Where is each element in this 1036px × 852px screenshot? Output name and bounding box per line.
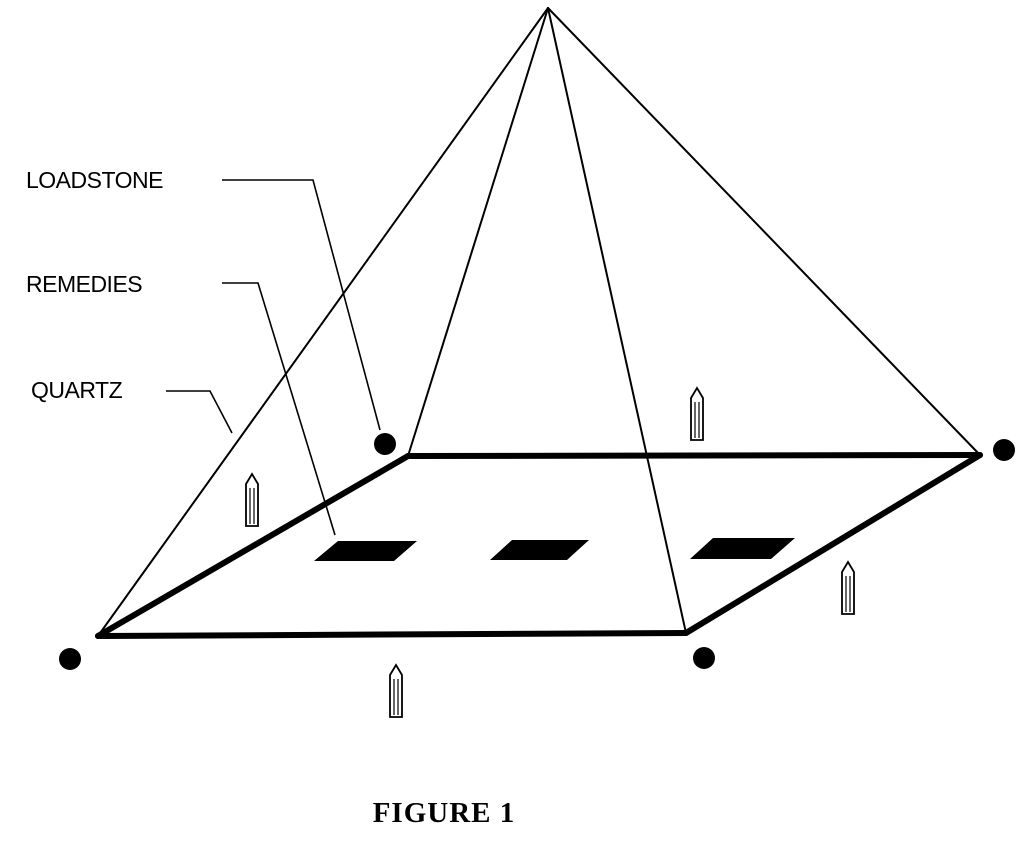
remedies-leader (222, 282, 336, 536)
loadstone-leader (222, 179, 381, 431)
pyramid-base (95, 452, 983, 639)
remedy-plates (314, 538, 795, 561)
remedies-label: REMEDIES (26, 271, 142, 297)
quartz-crystal-icon (245, 472, 259, 527)
quartz-crystal-icon (389, 663, 403, 718)
loadstone-dot-front-right (693, 647, 715, 669)
callout-labels: LOADSTONE REMEDIES QUARTZ (26, 167, 164, 403)
loadstone-dot-front-left (59, 648, 81, 670)
loadstone-markers (59, 433, 1015, 670)
loadstone-dot-back-right (993, 439, 1015, 461)
remedy-plate-1 (314, 541, 417, 561)
pyramid-edges (97, 7, 981, 637)
callout-leaders (166, 179, 381, 536)
quartz-leader (166, 390, 233, 434)
quartz-crystal-icon (841, 560, 855, 615)
remedy-plate-2 (490, 540, 589, 560)
loadstone-label: LOADSTONE (26, 167, 163, 193)
base-edge-back (405, 452, 983, 459)
quartz-label: QUARTZ (31, 377, 123, 403)
base-edge-right (683, 452, 983, 636)
remedy-plate-3 (690, 538, 795, 559)
edge-apex-back-left (407, 7, 549, 457)
base-edge-left (95, 453, 411, 639)
loadstone-dot-back-left (374, 433, 396, 455)
figure-caption: FIGURE 1 (373, 797, 516, 829)
edge-apex-back-right (547, 7, 981, 456)
quartz-crystals (245, 386, 855, 718)
edge-apex-front-left (97, 7, 549, 637)
quartz-crystal-icon (690, 386, 704, 441)
base-edge-front (95, 630, 689, 639)
edge-apex-front-right (547, 7, 687, 634)
